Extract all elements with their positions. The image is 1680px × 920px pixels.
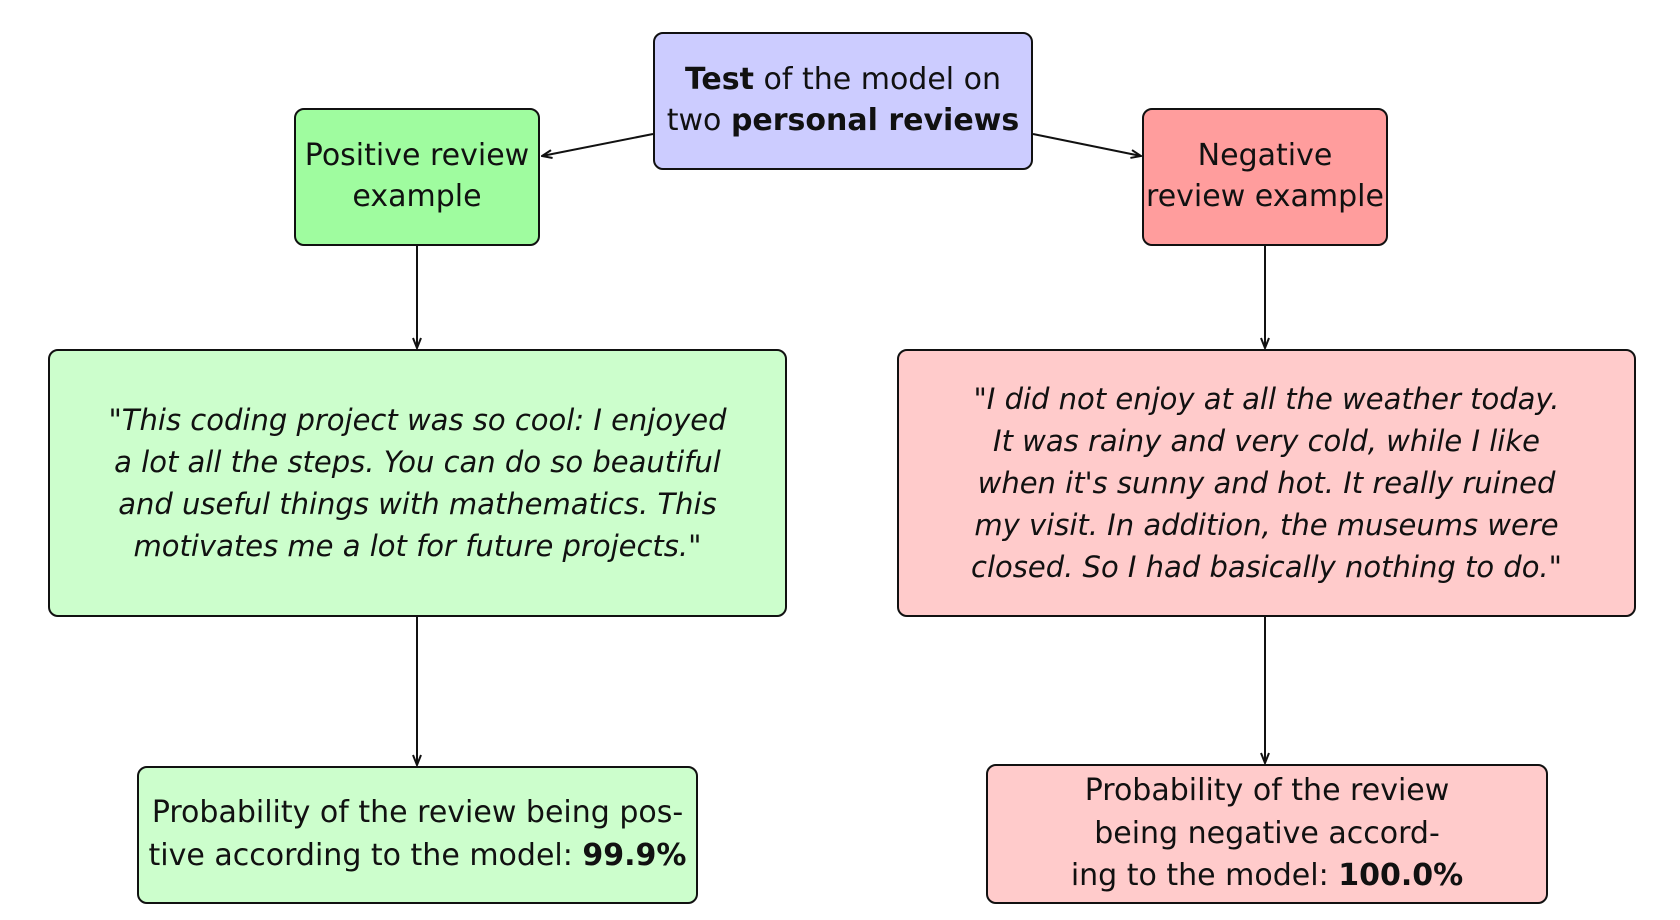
title-text-2: two [666,103,731,138]
negative-result-line-1: Probability of the review [1084,773,1450,809]
negative-review-line: "I did not enjoy at all the weather toda… [973,381,1560,416]
positive-review-line: "This coding project was so cool: I enjo… [108,402,727,437]
positive-result-line-1: Probability of the review being pos- [151,795,684,831]
negative-result-box: Probability of the review being negative… [986,764,1548,904]
arrow-title-to-positive [542,133,654,156]
positive-label-node: Positive review example [294,108,540,246]
positive-result-box: Probability of the review being pos- tiv… [137,766,698,904]
positive-probability-value: 99.9% [582,838,687,873]
arrow-title-to-negative [1032,133,1141,156]
negative-result-line-3: ing to the model: [1070,858,1339,894]
title-text-1: of the model on [753,62,1002,98]
negative-result-line-2: being negative accord- [1094,815,1440,851]
positive-review-line: motivates me a lot for future projects." [133,529,702,564]
title-bold-test: Test [684,62,754,98]
negative-review-line: my visit. In addition, the museums were [974,508,1559,543]
negative-label-line-2: review example [1146,179,1384,214]
negative-label-line-1: Negative [1197,138,1333,174]
positive-review-line: a lot all the steps. You can do so beaut… [114,444,721,479]
positive-label-line-1: Positive review [304,138,530,174]
positive-review-text-box: "This coding project was so cool: I enjo… [48,349,787,617]
positive-result-line-2: tive according to the model: [148,838,583,873]
negative-review-text-box: "I did not enjoy at all the weather toda… [897,349,1636,617]
negative-label-node: Negative review example [1142,108,1388,246]
negative-review-line: closed. So I had basically nothing to do… [971,550,1562,585]
positive-review-line: and useful things with mathematics. This [118,487,717,521]
title-bold-personal-reviews: personal reviews [730,103,1020,138]
title-node: Test of the model on two personal review… [653,32,1033,170]
negative-probability-value: 100.0% [1338,858,1464,894]
positive-label-line-2: example [352,179,482,214]
negative-review-line: when it's sunny and hot. It really ruine… [977,465,1556,500]
negative-review-line: It was rainy and very cold, while I like [993,423,1540,458]
